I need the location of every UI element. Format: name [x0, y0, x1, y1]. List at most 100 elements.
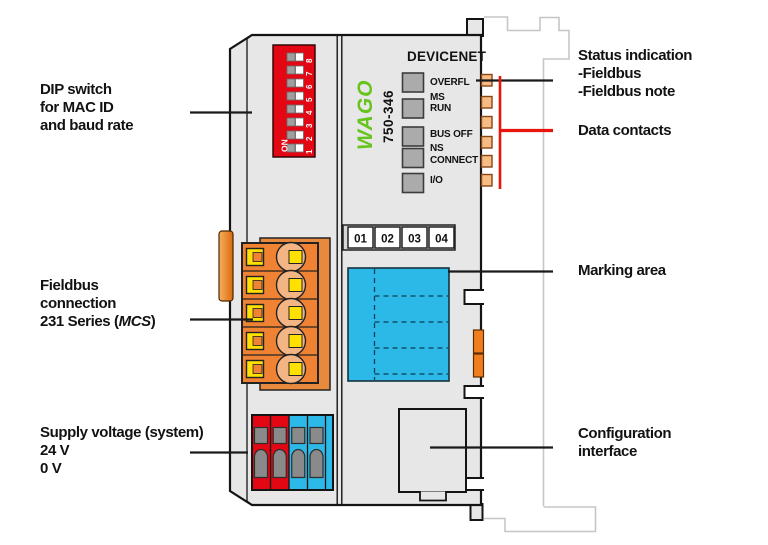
- led-label-ms: MS: [430, 91, 445, 103]
- fieldbus-connector: [218, 230, 331, 391]
- dip-switch-slot: [295, 65, 304, 75]
- supply-column-dividers: [269, 415, 327, 490]
- led-label-connect: CONNECT: [430, 155, 479, 166]
- fieldbus-mcs-text: MCS: [118, 313, 152, 330]
- din-rail-outline: [484, 16, 597, 533]
- config-callout-line2: interface: [578, 443, 637, 460]
- connector-clamp-openings: [275, 241, 307, 385]
- dip-number: 4: [305, 110, 314, 115]
- right-edge-notches: [463, 289, 484, 491]
- fieldbus-series-text: 231 Series (: [40, 313, 119, 330]
- wire-entry-slot: [252, 308, 263, 318]
- supply-callout-line3: 0 V: [40, 460, 62, 477]
- notch-fill: [464, 385, 484, 399]
- led-label-bus-off: BUS OFF: [430, 129, 473, 140]
- fieldbus-callout-line1: Fieldbus: [40, 277, 99, 294]
- supply-entry: [291, 426, 306, 445]
- status-callout-label: Status indication -Fieldbus -Fieldbus no…: [578, 47, 692, 101]
- dip-number: 1: [305, 149, 314, 154]
- clamp-contact: [288, 250, 303, 264]
- wago-logo: WAGO: [354, 80, 377, 151]
- dip-number: 6: [305, 84, 314, 89]
- led-label-run: RUN: [430, 102, 452, 114]
- slot-tile: [374, 226, 401, 249]
- supply-lever: [309, 448, 324, 479]
- led-ns-connect: [401, 147, 425, 169]
- data-contact: [480, 135, 493, 149]
- led-bus-off: [401, 126, 425, 147]
- wire-entry-slot: [252, 252, 263, 262]
- wire-entry-slot: [252, 336, 263, 346]
- dip-switch-block: ON 1 2 3 4 5 6 7 8: [272, 44, 316, 158]
- status-callout-line3: -Fieldbus note: [578, 83, 675, 100]
- wire-entry-slot: [252, 364, 263, 374]
- supply-terminal-block: [251, 414, 334, 491]
- fieldbus-paren-text: ): [150, 313, 156, 330]
- led-ms-run: [401, 98, 425, 119]
- marking-slot-strip: 01 02 03 04: [342, 224, 456, 251]
- fieldbus-callout-label: Fieldbus connection 231 Series (MCS): [40, 277, 156, 331]
- data-contact: [480, 115, 493, 129]
- config-callout-label: Configuration interface: [578, 425, 672, 461]
- supply-entry: [272, 426, 287, 445]
- dip-callout-line2: for MAC ID: [40, 99, 114, 116]
- dip-switch-slot: [295, 143, 304, 153]
- supply-callout-label: Supply voltage (system) 24 V 0 V: [40, 424, 204, 478]
- notch-fill: [464, 477, 484, 491]
- dip-switch-actuator: [286, 52, 296, 62]
- slot-number: 02: [381, 234, 394, 246]
- slot-tile: [347, 226, 374, 249]
- dip-switch-slot: [295, 78, 304, 88]
- led-overfl: [401, 72, 425, 93]
- led-label-overfl: OVERFL: [430, 77, 470, 88]
- wire-entry-slot: [252, 280, 263, 290]
- notch-outline: [463, 289, 484, 305]
- connector-release-tab: [218, 230, 234, 302]
- slot-number: 03: [408, 234, 421, 246]
- dip-switch-slot: [295, 52, 304, 62]
- supply-callout-line2: 24 V: [40, 442, 70, 459]
- dip-switch-actuator: [286, 65, 296, 75]
- supply-clamp-levers: [253, 448, 324, 479]
- config-port-tab: [419, 491, 447, 502]
- marking-callout-label: Marking area: [578, 262, 666, 279]
- dip-switch-actuator: [286, 78, 296, 88]
- slot-tile: [401, 226, 428, 249]
- dip-switch-slot: [295, 91, 304, 101]
- dip-number: 7: [305, 71, 314, 76]
- data-contact: [480, 173, 493, 187]
- dip-callout-line3: and baud rate: [40, 117, 134, 134]
- supply-block-frame: [251, 414, 334, 491]
- din-rail-bottom-profile: [484, 506, 597, 533]
- supply-entry: [309, 426, 324, 445]
- supply-lever: [272, 448, 287, 479]
- dip-switch-actuator: [286, 104, 296, 114]
- dip-switch-actuator: [286, 143, 296, 153]
- notch-fill: [464, 289, 484, 305]
- model-number: 750-346: [381, 90, 396, 143]
- marking-area: [347, 267, 450, 382]
- dip-switch-slot: [295, 130, 304, 140]
- dip-on-label: ON: [280, 139, 290, 152]
- data-contacts-callout-label: Data contacts: [578, 122, 672, 139]
- dip-number: 5: [305, 97, 314, 102]
- clamp-contact: [288, 278, 303, 292]
- status-leds: [401, 72, 425, 194]
- marking-area-guides: [373, 269, 448, 380]
- dip-switch-slot: [295, 104, 304, 114]
- dip-position-numbers: 1 2 3 4 5 6 7 8: [305, 58, 314, 154]
- clamp-contact: [288, 362, 303, 376]
- supply-entry: [253, 426, 269, 445]
- slot-number: 04: [435, 234, 448, 246]
- data-contact: [480, 95, 493, 109]
- connector-row-dividers: [242, 270, 318, 356]
- connector-wire-entries: [245, 247, 265, 379]
- dip-switch-actuator: [286, 130, 296, 140]
- dip-callout-label: DIP switch for MAC ID and baud rate: [40, 81, 134, 135]
- dip-number: 2: [305, 136, 314, 141]
- release-latch: [472, 329, 485, 378]
- fieldbus-callout-line2: connection: [40, 295, 117, 312]
- led-io: [401, 172, 425, 194]
